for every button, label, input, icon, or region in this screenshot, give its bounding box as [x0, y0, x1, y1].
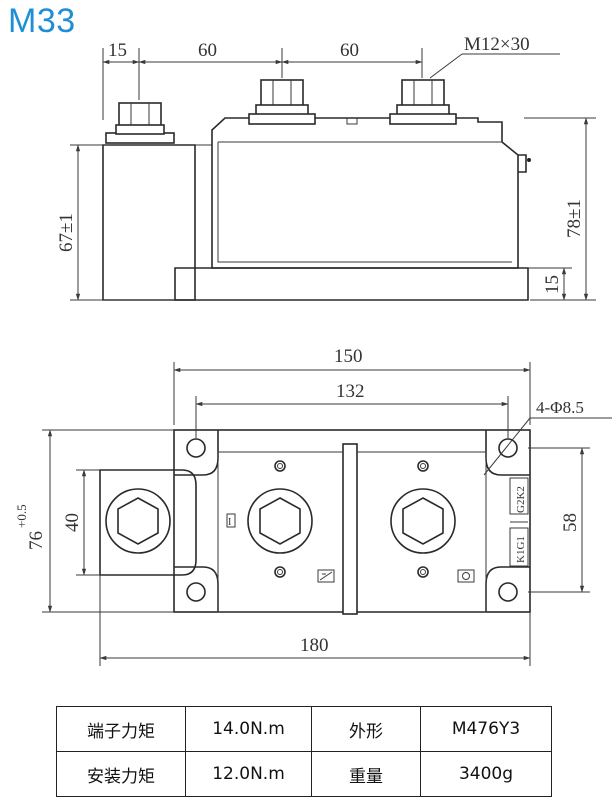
spec-value: M476Y3 [420, 706, 552, 752]
dim-pitch-1: 60 [198, 40, 217, 61]
marker-box [226, 513, 236, 528]
circuit-symbol-right [457, 569, 475, 583]
side-terminal-right [389, 79, 457, 125]
top-terminal-left [105, 488, 171, 554]
spec-label: 外形 [311, 706, 421, 752]
bolt-callout: M12×30 [464, 34, 530, 55]
model-code: M33 [8, 2, 76, 40]
marker-label: I [228, 517, 231, 528]
dim-total-height: 78±1 [564, 199, 585, 238]
dim-depth-main: 76 [26, 531, 47, 550]
gate-label-top: G2K2 [515, 486, 527, 513]
mount-hole-tr [498, 438, 518, 458]
spec-value: 3400g [420, 751, 552, 797]
top-terminal-right [390, 488, 456, 554]
gate-label-bottom: K1G1 [515, 536, 527, 563]
dim-left-terminal: 15 [108, 40, 127, 61]
dim-body-height: 67±1 [56, 213, 77, 252]
hole-callout: 4-Φ8.5 [536, 398, 584, 417]
spec-label: 安装力矩 [56, 751, 186, 797]
dim-overall-length: 180 [300, 635, 329, 656]
side-terminal-middle [248, 79, 316, 125]
gate-block-top [509, 477, 529, 515]
dim-pitch-2: 60 [340, 40, 359, 61]
spec-label: 端子力矩 [56, 706, 186, 752]
side-view: 15 60 60 M12×30 67±1 78±1 15 [56, 34, 596, 301]
side-base-plate [174, 267, 529, 301]
mechanical-drawing: 15 60 60 M12×30 67±1 78±1 15 [14, 34, 612, 666]
spec-value: 14.0N.m [185, 706, 312, 752]
spec-table: 端子力矩 14.0N.m 外形 M476Y3 安装力矩 12.0N.m 重量 3… [56, 706, 552, 797]
mount-hole-bl [186, 582, 206, 602]
top-terminal-left-bar [99, 469, 197, 576]
dim-gate-pitch: 58 [560, 513, 581, 532]
mount-hole-br [498, 582, 518, 602]
side-left-housing [102, 144, 196, 301]
side-terminal-left [105, 102, 175, 144]
dim-terminal-width: 40 [62, 513, 83, 532]
center-divider [342, 443, 358, 615]
dim-depth-tol: +0.5 [14, 504, 29, 528]
dim-width-150: 150 [334, 346, 363, 367]
dim-base-height: 15 [542, 275, 563, 294]
dim-hole-pitch: 132 [336, 381, 365, 402]
circuit-symbol-left [317, 569, 335, 583]
spec-value: 12.0N.m [185, 751, 312, 797]
spec-label: 重量 [311, 751, 421, 797]
gate-block-bottom [509, 527, 529, 567]
table-row: 安装力矩 12.0N.m 重量 3400g [56, 751, 552, 797]
table-row: 端子力矩 14.0N.m 外形 M476Y3 [56, 706, 552, 752]
side-main-housing [211, 117, 519, 269]
top-terminal-middle [247, 488, 313, 554]
top-view: I G2K2 K1G1 150 132 4-Φ8. [14, 346, 612, 666]
mount-hole-tl [186, 438, 206, 458]
